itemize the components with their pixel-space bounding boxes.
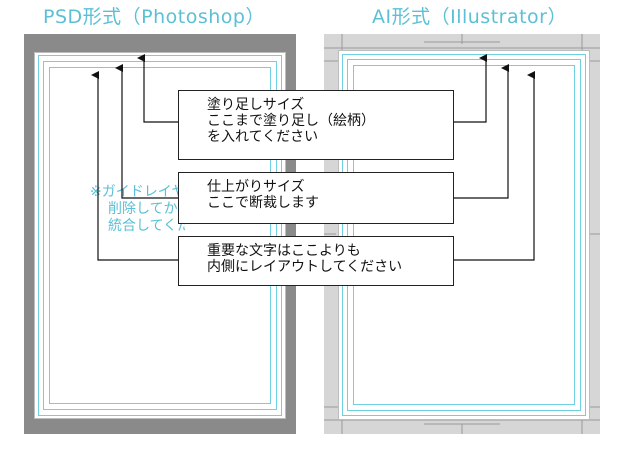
safe-leader-right: [454, 71, 535, 261]
psd-trim-guide: [43, 61, 277, 410]
trim-leader-left: [115, 64, 178, 199]
ai-trim-guide: [347, 59, 581, 411]
ai-format-title: AI形式（Illustrator）: [372, 6, 567, 28]
bleed-leader-left: [137, 54, 178, 123]
bleed-size-callout: 塗り足しサイズ ここまで塗り足し（絵柄） を入れてください: [178, 90, 454, 160]
trim-leader-right: [454, 64, 509, 199]
bleed-leader-right: [454, 54, 487, 123]
psd-safe-guide: [49, 67, 271, 404]
psd-format-title: PSD形式（Photoshop）: [43, 6, 265, 28]
ai-safe-guide: [353, 65, 575, 405]
trim-size-callout: 仕上がりサイズ ここで断裁します: [178, 172, 454, 224]
safe-area-callout: 重要な文字はここよりも 内側にレイアウトしてください: [178, 236, 454, 286]
safe-leader-left: [91, 71, 178, 261]
psd-bleed-guide: [38, 55, 282, 416]
psd-guide-layer-note: ※ガイドレイヤーは 削除してから 統合してください: [90, 184, 185, 234]
ai-bleed-guide: [342, 54, 586, 416]
